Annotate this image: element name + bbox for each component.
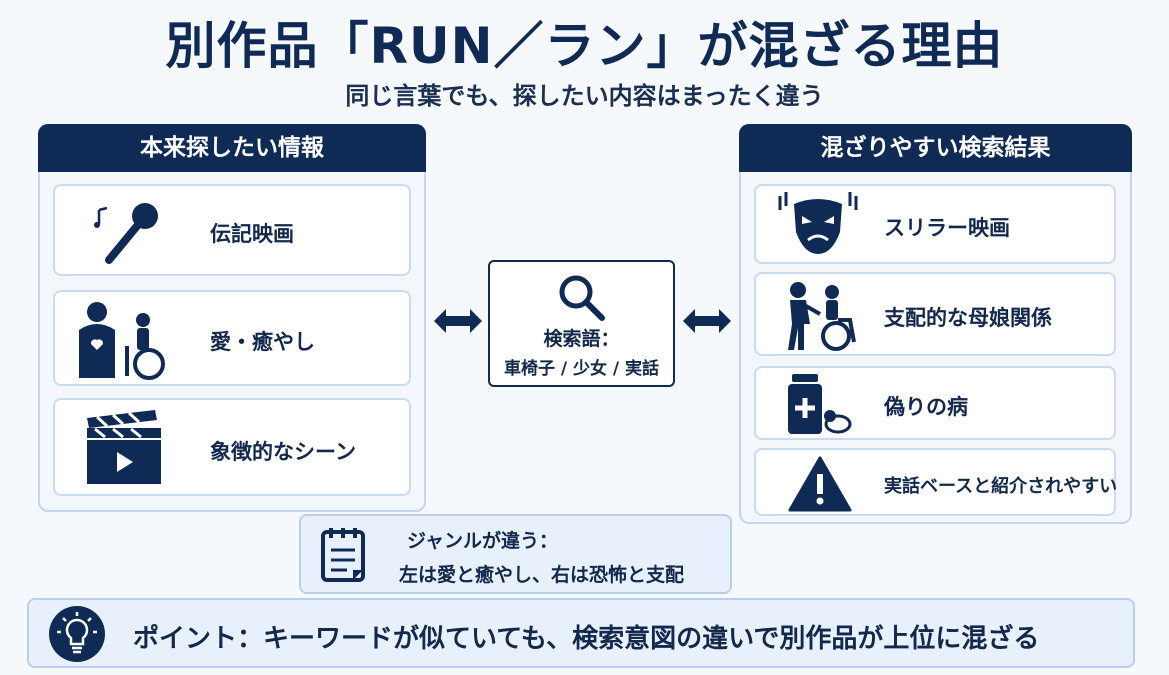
list-item: 実話ベースと紹介されやすい — [754, 448, 1118, 516]
left-panel-header: 本来探したい情報 — [38, 124, 426, 172]
wheelchair-push-icon — [788, 282, 856, 351]
search-terms: 車椅子 / 少女 / 実話 — [503, 359, 660, 379]
notepad-icon — [321, 528, 365, 582]
genre-note: ジャンルが違う： 左は愛と癒やし、右は恐怖と支配 — [299, 514, 732, 594]
medicine-icon — [788, 374, 852, 434]
item-label: 伝記映画 — [210, 222, 294, 246]
item-label: 偽りの病 — [884, 395, 968, 419]
list-item: 愛・癒やし — [53, 290, 411, 386]
page-title: 別作品「RUN／ラン」が混ざる理由 — [165, 17, 1004, 75]
warning-icon — [788, 456, 852, 512]
page-subtitle: 同じ言葉でも、探したい内容はまったく違う — [345, 82, 824, 110]
item-label: 愛・癒やし — [210, 330, 315, 354]
item-label: 支配的な母娘関係 — [884, 306, 1052, 330]
caregiver-icon — [79, 302, 165, 380]
search-term-box: 検索語： 車椅子 / 少女 / 実話 — [488, 260, 675, 387]
lightbulb-icon — [49, 606, 105, 662]
double-arrow-icon — [434, 309, 482, 333]
scary-mask-icon — [778, 192, 858, 254]
right-panel: 混ざりやすい検索結果 スリラー映画 支配的な母娘関係 偽 — [739, 124, 1132, 524]
list-item: 支配的な母娘関係 — [754, 272, 1116, 356]
item-label: 実話ベースと紹介されやすい — [884, 476, 1118, 497]
genre-note-detail: 左は愛と癒やし、右は恐怖と支配 — [399, 564, 685, 586]
right-panel-header: 混ざりやすい検索結果 — [739, 124, 1132, 172]
search-term-label: 検索語： — [543, 328, 620, 350]
double-arrow-icon — [683, 309, 731, 333]
clapperboard-icon — [87, 410, 161, 484]
list-item: 偽りの病 — [754, 366, 1116, 440]
point-banner: ポイント：キーワードが似ていても、検索意図の違いで別作品が上位に混ざる — [27, 598, 1135, 668]
list-item: スリラー映画 — [754, 184, 1116, 264]
point-text: ポイント：キーワードが似ていても、検索意図の違いで別作品が上位に混ざる — [133, 624, 1040, 654]
microphone-icon — [94, 203, 158, 264]
left-panel: 本来探したい情報 伝記映画 愛・癒やし 象 — [38, 124, 426, 512]
item-label: スリラー映画 — [884, 216, 1010, 240]
list-item: 伝記映画 — [53, 184, 411, 276]
item-label: 象徴的なシーン — [210, 440, 356, 464]
list-item: 象徴的なシーン — [53, 398, 411, 496]
search-icon — [559, 275, 605, 321]
genre-note-title: ジャンルが違う： — [407, 530, 559, 552]
